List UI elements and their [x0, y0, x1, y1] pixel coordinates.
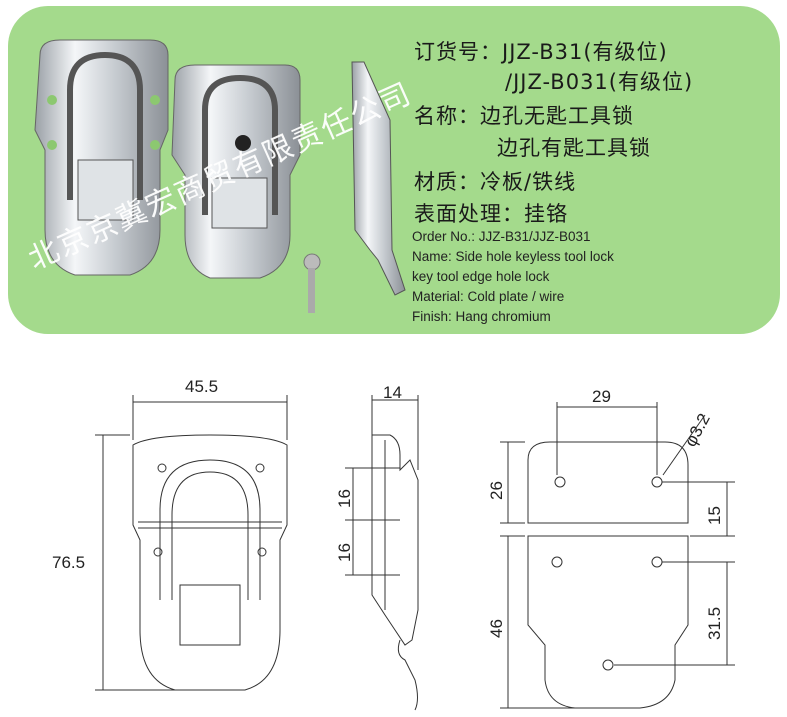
- name-en: Name: Side hole keyless tool lock: [412, 249, 614, 264]
- name-cn-2: 边孔有匙工具锁: [497, 136, 651, 160]
- product-photos: [34, 39, 406, 313]
- material-en: Material: Cold plate / wire: [412, 289, 565, 304]
- keyless-lock-photo: [34, 39, 169, 276]
- front-height-label: 76.5: [52, 553, 85, 572]
- side-thickness-label: 14: [383, 383, 402, 402]
- material-cn: 材质：冷板/铁线: [414, 170, 577, 194]
- finish-cn: 表面处理：挂铬: [414, 202, 568, 226]
- side-view-drawing: [345, 395, 419, 711]
- order-number-en: Order No.: JJZ-B31/JJZ-B031: [412, 229, 591, 244]
- bottom-hole-offset-label: 31.5: [705, 607, 724, 640]
- name-en-2: key tool edge hole lock: [412, 269, 550, 284]
- hole-spacing-label: 29: [592, 387, 611, 406]
- hole-diameter-label: φ3.2: [681, 410, 714, 450]
- name-cn: 名称：边孔无匙工具锁: [414, 104, 634, 128]
- mounting-plates-drawing: [500, 402, 735, 709]
- front-width-label: 45.5: [185, 377, 218, 396]
- order-number-cn-2: /JJZ-B031(有级位): [505, 70, 694, 94]
- bottom-plate-height-label: 46: [487, 619, 506, 638]
- top-hole-offset-label: 15: [705, 506, 724, 525]
- technical-drawings: 45.5 76.5 14 16 16: [52, 377, 735, 711]
- finish-en: Finish: Hang chromium: [412, 309, 551, 324]
- keyed-lock-photo: [171, 64, 321, 313]
- order-number-cn: 订货号：JJZ-B31(有级位): [414, 40, 668, 64]
- side-lower-label: 16: [335, 543, 354, 562]
- top-plate-height-label: 26: [487, 481, 506, 500]
- side-upper-label: 16: [335, 489, 354, 508]
- front-view-drawing: [95, 395, 288, 691]
- side-view-photo: [351, 61, 406, 296]
